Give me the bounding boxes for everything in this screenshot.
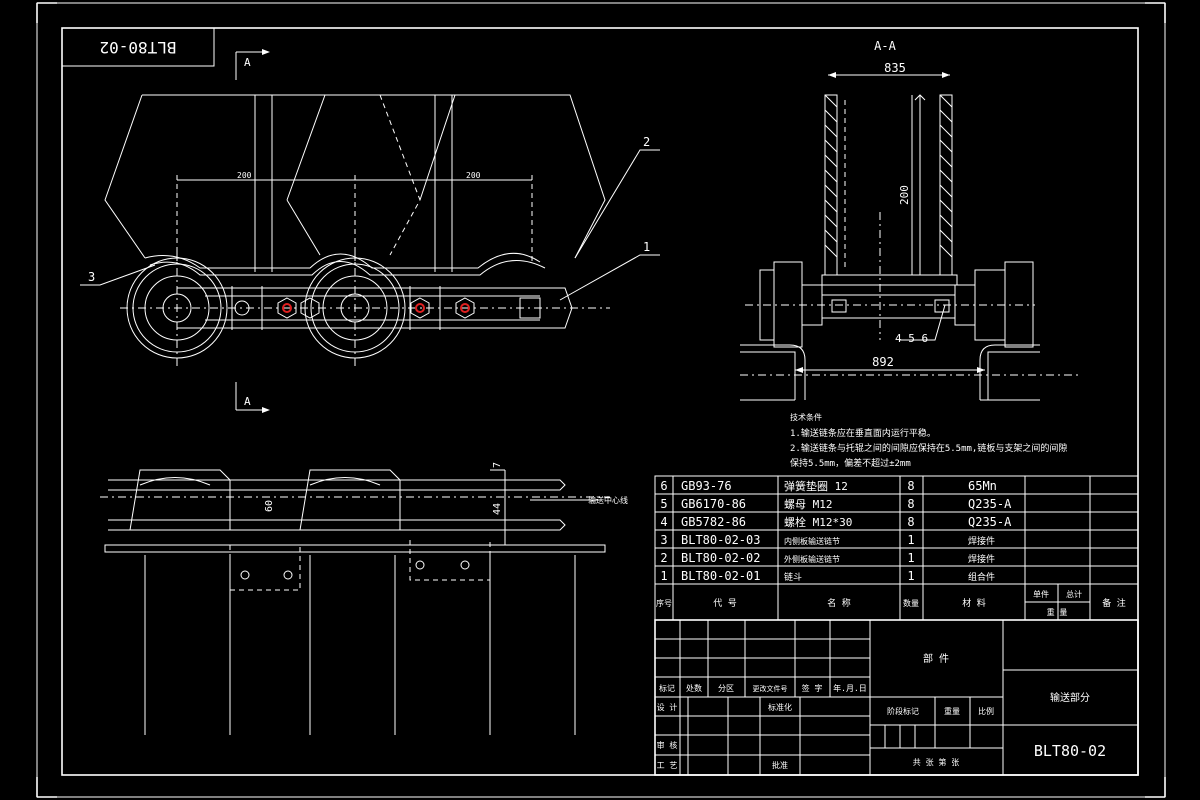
bom-row4-code: GB5782-86 xyxy=(681,515,746,529)
bom-row5-mat: Q235-A xyxy=(968,497,1012,511)
bom-row1-qty: 1 xyxy=(907,569,914,583)
dim-height: 200 xyxy=(898,185,911,205)
bom-header-name: 名 称 xyxy=(827,597,850,609)
rev-zone: 分区 xyxy=(718,684,734,693)
bom-header-total: 总计 xyxy=(1066,589,1082,599)
notes-title: 技术条件 xyxy=(790,412,822,422)
bom-header-code: 代 号 xyxy=(713,598,736,609)
tb-scale: 比例 xyxy=(978,706,994,716)
mirrored-id-box xyxy=(61,27,215,67)
bolt-heads xyxy=(234,297,475,319)
bom-row6-name: 弹簧垫圈 12 xyxy=(784,479,848,493)
bom-row2-no: 2 xyxy=(660,551,667,565)
bom-row5-no: 5 xyxy=(660,497,667,511)
tb-stage: 阶段标记 xyxy=(887,706,919,716)
section-title: A-A xyxy=(874,39,896,53)
dim-pitch2: 200 xyxy=(466,171,481,180)
bom-row4-qty: 8 xyxy=(907,515,914,529)
tb-sheets: 共 张 第 张 xyxy=(913,757,959,767)
rev-date: 年.月.日 xyxy=(833,683,867,693)
leader-3: 3 xyxy=(88,270,95,284)
bom-row3-name: 内侧板输送链节 xyxy=(784,536,840,546)
plan-view: 7 44 60 输送中心线 xyxy=(100,462,628,735)
dim-pitch1: 200 xyxy=(237,171,252,180)
dim-width-bottom: 892 xyxy=(872,355,894,369)
bom-header-unit: 单件 xyxy=(1033,589,1049,599)
bom-header-qty: 数量 xyxy=(903,598,919,608)
notes-line2: 2.输送链条与托辊之间的间隙应保持在5.5mm,链板与支架之间的间隙 xyxy=(790,442,1067,454)
leader-2: 2 xyxy=(643,135,650,149)
dim-44: 44 xyxy=(492,503,503,515)
dim-width-top: 835 xyxy=(884,61,906,75)
bom-row3-code: BLT80-02-03 xyxy=(681,533,760,547)
tb-material: 部 件 xyxy=(923,652,949,665)
centerline-note: 输送中心线 xyxy=(588,495,628,505)
dim-60: 60 xyxy=(264,500,275,512)
section-mark-bottom: A xyxy=(244,395,251,408)
bom-header-mat: 材 料 xyxy=(962,597,985,609)
bom-row5-qty: 8 xyxy=(907,497,914,511)
bom-row6-no: 6 xyxy=(660,479,667,493)
tb-process: 工 艺 xyxy=(657,761,678,770)
leader-456: 4 5 6 xyxy=(895,332,928,345)
bom-row1-name: 链斗 xyxy=(784,571,802,583)
bom-row3-no: 3 xyxy=(660,533,667,547)
rev-sign: 签 字 xyxy=(802,683,823,693)
tb-design: 设 计 xyxy=(657,702,678,712)
corner-marks xyxy=(36,2,1166,798)
tb-drawing-name: 输送部分 xyxy=(1050,691,1090,704)
bom-row5-name: 螺母 M12 xyxy=(784,498,833,511)
bom-row3-mat: 焊接件 xyxy=(968,535,995,547)
bom-row4-mat: Q235-A xyxy=(968,515,1012,529)
rev-count: 处数 xyxy=(686,683,702,693)
section-mark-top: A xyxy=(244,56,251,69)
bom-row2-name: 外侧板输送链节 xyxy=(784,554,840,564)
bom-table: 6 GB93-76 弹簧垫圈 12 8 65Mn 5 GB6170-86 螺母 … xyxy=(654,475,1139,621)
dim-7: 7 xyxy=(492,462,503,468)
outer-frame xyxy=(36,2,1166,798)
tech-notes: 技术条件 1.输送链条应在垂直面内运行平稳。 2.输送链条与托辊之间的间隙应保持… xyxy=(790,412,1067,469)
bom-row1-no: 1 xyxy=(660,569,667,583)
leader-1: 1 xyxy=(643,240,650,254)
bom-row6-mat: 65Mn xyxy=(968,479,997,493)
bom-header-weight: 重 量 xyxy=(1047,607,1068,617)
title-block: 标记 处数 分区 更改文件号 签 字 年.月.日 设 计 标准化 审 核 工 艺… xyxy=(654,619,1139,776)
bom-header-note: 备 注 xyxy=(1102,597,1125,609)
bom-row6-qty: 8 xyxy=(907,479,914,493)
mirrored-id-text: BLT80-02 xyxy=(99,38,176,57)
section-view: A-A 835 200 892 4 5 xyxy=(740,39,1080,401)
bom-row5-code: GB6170-86 xyxy=(681,497,746,511)
bom-row2-mat: 焊接件 xyxy=(968,553,995,565)
drawing-border xyxy=(61,27,1139,776)
notes-line1: 1.输送链条应在垂直面内运行平稳。 xyxy=(790,427,936,439)
tb-review: 审 核 xyxy=(657,740,678,750)
bom-row4-no: 4 xyxy=(660,515,667,529)
rev-mark: 标记 xyxy=(659,683,675,693)
bom-row1-code: BLT80-02-01 xyxy=(681,569,760,583)
tb-standardize: 标准化 xyxy=(768,702,792,712)
bom-row4-name: 螺栓 M12*30 xyxy=(784,515,852,529)
tb-weight: 重量 xyxy=(944,706,960,716)
bom-header-no: 序号 xyxy=(656,598,672,608)
rev-doc: 更改文件号 xyxy=(753,684,788,693)
notes-line3: 保持5.5mm，偏差不超过±2mm xyxy=(790,457,911,469)
tb-approve: 批准 xyxy=(772,760,788,770)
bom-row3-qty: 1 xyxy=(907,533,914,547)
bom-row1-mat: 组合件 xyxy=(968,571,995,583)
tb-number: BLT80-02 xyxy=(1034,742,1106,760)
front-view: A A 200 200 xyxy=(80,49,660,413)
bom-row6-code: GB93-76 xyxy=(681,479,732,493)
bom-row2-qty: 1 xyxy=(907,551,914,565)
bom-row2-code: BLT80-02-02 xyxy=(681,551,760,565)
